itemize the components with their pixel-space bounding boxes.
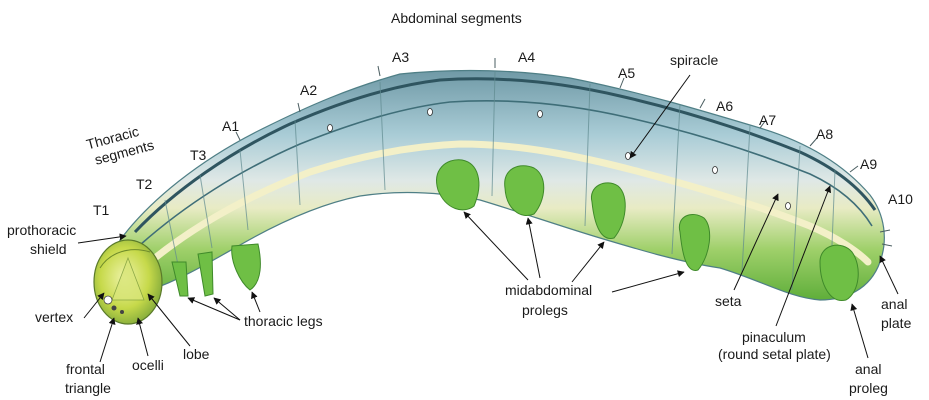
segment-label-a6: A6 — [716, 98, 733, 114]
segment-label-a2: A2 — [300, 82, 317, 98]
segment-label-a10: A10 — [888, 191, 913, 207]
lobe-label: lobe — [183, 346, 210, 362]
thoracic-legs-leader-3 — [252, 292, 260, 312]
segment-label-a5: A5 — [618, 65, 635, 81]
segment-label-a3: A3 — [392, 49, 409, 65]
midabdominal-prolegs-label-line2: prolegs — [522, 302, 568, 318]
ocelli-label: ocelli — [132, 357, 164, 373]
pinaculum-label-line1: pinaculum — [742, 329, 806, 345]
segment-label-a9: A9 — [860, 156, 877, 172]
anal-proleg-leader — [852, 304, 868, 358]
segment-label-a1: A1 — [222, 118, 239, 134]
head-capsule — [94, 240, 162, 324]
segment-label-t1: T1 — [93, 202, 110, 218]
frontal-triangle-label-line1: frontal — [66, 361, 105, 377]
anal-plate-label-line2: plate — [881, 315, 912, 331]
spiracle-label: spiracle — [670, 52, 718, 68]
vertex-label: vertex — [35, 309, 73, 325]
pinaculum-label-line2: (round setal plate) — [718, 346, 831, 362]
midabdominal-leader-2 — [528, 218, 540, 278]
segment-label-t3: T3 — [190, 147, 207, 163]
anal-proleg-label-line1: anal — [855, 361, 881, 377]
midabdominal-leader-4 — [612, 272, 684, 292]
ocelli-leader — [138, 318, 148, 356]
frontal-triangle-label-line2: triangle — [65, 380, 111, 396]
prothoracic-shield-label-line1: prothoracic — [7, 222, 76, 238]
segment-label-a4: A4 — [518, 49, 535, 65]
thoracic-legs-leader-2 — [214, 298, 240, 320]
midabdominal-leader-1 — [464, 212, 528, 280]
anal-proleg-label-line2: proleg — [849, 380, 888, 396]
caterpillar-body — [115, 71, 884, 300]
thoracic-legs-label: thoracic legs — [244, 313, 323, 329]
segment-label-a8: A8 — [816, 126, 833, 142]
thoracic-legs-leader-1 — [188, 298, 240, 320]
frontal-triangle-leader — [100, 318, 114, 362]
seta-label: seta — [715, 293, 742, 309]
segment-label-t2: T2 — [136, 176, 153, 192]
segment-label-a7: A7 — [759, 112, 776, 128]
caterpillar-illustration — [94, 58, 892, 324]
anal-plate-label-line1: anal — [881, 296, 907, 312]
midabdominal-leader-3 — [572, 242, 604, 282]
prothoracic-shield-label-line2: shield — [30, 241, 67, 257]
lobe-leader — [148, 294, 190, 346]
abdominal-segments-label: Abdominal segments — [391, 10, 522, 26]
midabdominal-prolegs-label-line1: midabdominal — [505, 282, 592, 298]
anal-plate-leader — [880, 256, 898, 294]
